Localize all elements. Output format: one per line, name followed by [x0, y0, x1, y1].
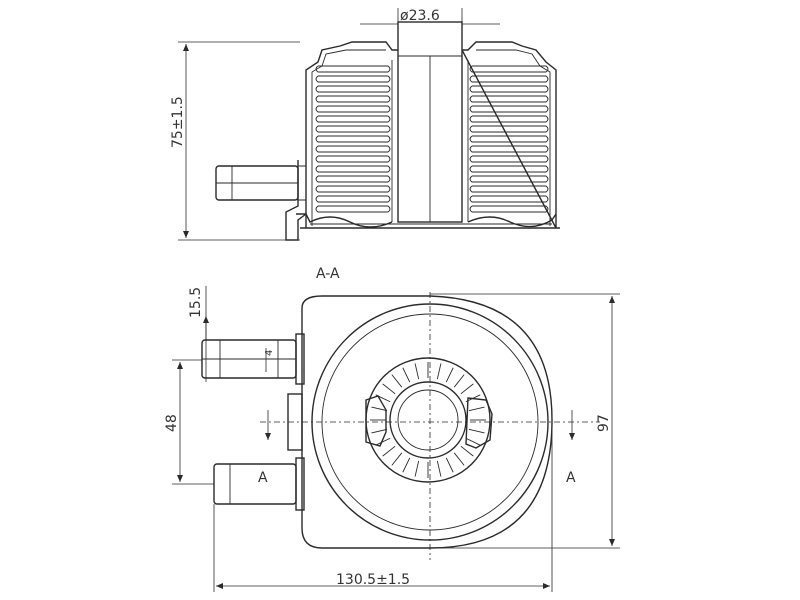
hub-slot: [445, 367, 454, 383]
height-dimension: 75±1.5: [170, 41, 300, 241]
fin: [315, 125, 391, 133]
right-clip: [465, 397, 493, 449]
fin: [315, 155, 391, 163]
fin: [469, 145, 549, 153]
section-marker-right: A: [566, 410, 576, 486]
hub-slot: [371, 428, 388, 434]
section-marker-left: A: [258, 410, 271, 486]
fin: [469, 135, 549, 143]
hub-slot: [453, 374, 465, 388]
fin: [469, 95, 549, 103]
fin: [469, 155, 549, 163]
hub-slot: [468, 428, 485, 434]
fin: [469, 175, 549, 183]
fin: [469, 105, 549, 113]
section-view: 75±1.5 ø23.6: [170, 8, 560, 241]
body-height-label: 97: [596, 414, 612, 432]
fin: [469, 115, 549, 123]
overall-width-label: 130.5±1.5: [336, 572, 410, 588]
fin: [315, 165, 391, 173]
hub-slot: [375, 437, 391, 446]
fin: [315, 145, 391, 153]
fin: [315, 195, 391, 203]
side-port: [215, 160, 307, 241]
fin: [315, 95, 391, 103]
fin: [315, 185, 391, 193]
upper-port: [201, 333, 305, 385]
fin: [315, 75, 391, 83]
hub-slot: [402, 367, 411, 383]
overall-width-dimension: 130.5±1.5: [213, 420, 553, 592]
fin: [469, 165, 549, 173]
fin: [469, 65, 549, 73]
hub-slot: [445, 457, 454, 473]
left-clip: [365, 395, 387, 447]
hub-slot: [391, 374, 403, 388]
fin: [469, 125, 549, 133]
svg-text:A: A: [258, 470, 268, 486]
fin: [469, 195, 549, 203]
diameter-label: ø23.6: [400, 8, 440, 24]
fin: [315, 135, 391, 143]
hub-slot: [402, 457, 411, 473]
hub-slot: [382, 383, 396, 395]
hub-slot: [453, 452, 465, 466]
hub-slot: [468, 406, 485, 412]
section-label: A-A: [316, 266, 340, 282]
cooling-fins-right: [469, 65, 549, 213]
height-label: 75±1.5: [170, 96, 186, 148]
port-spacing-label: 48: [164, 414, 180, 432]
hub-slot: [414, 460, 420, 477]
hub-slot: [436, 460, 442, 477]
plan-view: 15.5 4 48 97 130.5±1.5 A: [164, 286, 620, 592]
hub-slot: [414, 363, 420, 380]
inner-hub: [389, 381, 467, 459]
fin: [315, 205, 391, 213]
housing-outline: [305, 41, 557, 229]
port-offset-label: 15.5: [188, 287, 204, 318]
port-offset-dimension: 15.5: [188, 286, 209, 382]
fin: [315, 115, 391, 123]
hub-slot: [460, 445, 474, 457]
port-spacing-dimension: 48: [164, 359, 214, 485]
svg-text:A: A: [566, 470, 576, 486]
hub-slot: [460, 383, 474, 395]
body-height-dimension: 97: [430, 293, 620, 549]
mounting-bracket: [287, 393, 303, 451]
fin: [315, 65, 391, 73]
hub-slot: [436, 363, 442, 380]
hub-slot: [391, 452, 403, 466]
cooling-fins-left: [315, 65, 391, 213]
fin: [469, 185, 549, 193]
fin: [469, 75, 549, 83]
fin: [315, 85, 391, 93]
hub-slot: [382, 445, 396, 457]
fin: [469, 85, 549, 93]
hub-slot: [371, 406, 388, 412]
fin: [469, 205, 549, 213]
port-inner-label: 4: [264, 350, 275, 356]
fin: [315, 175, 391, 183]
fin: [315, 105, 391, 113]
hub-slot: [465, 437, 481, 446]
